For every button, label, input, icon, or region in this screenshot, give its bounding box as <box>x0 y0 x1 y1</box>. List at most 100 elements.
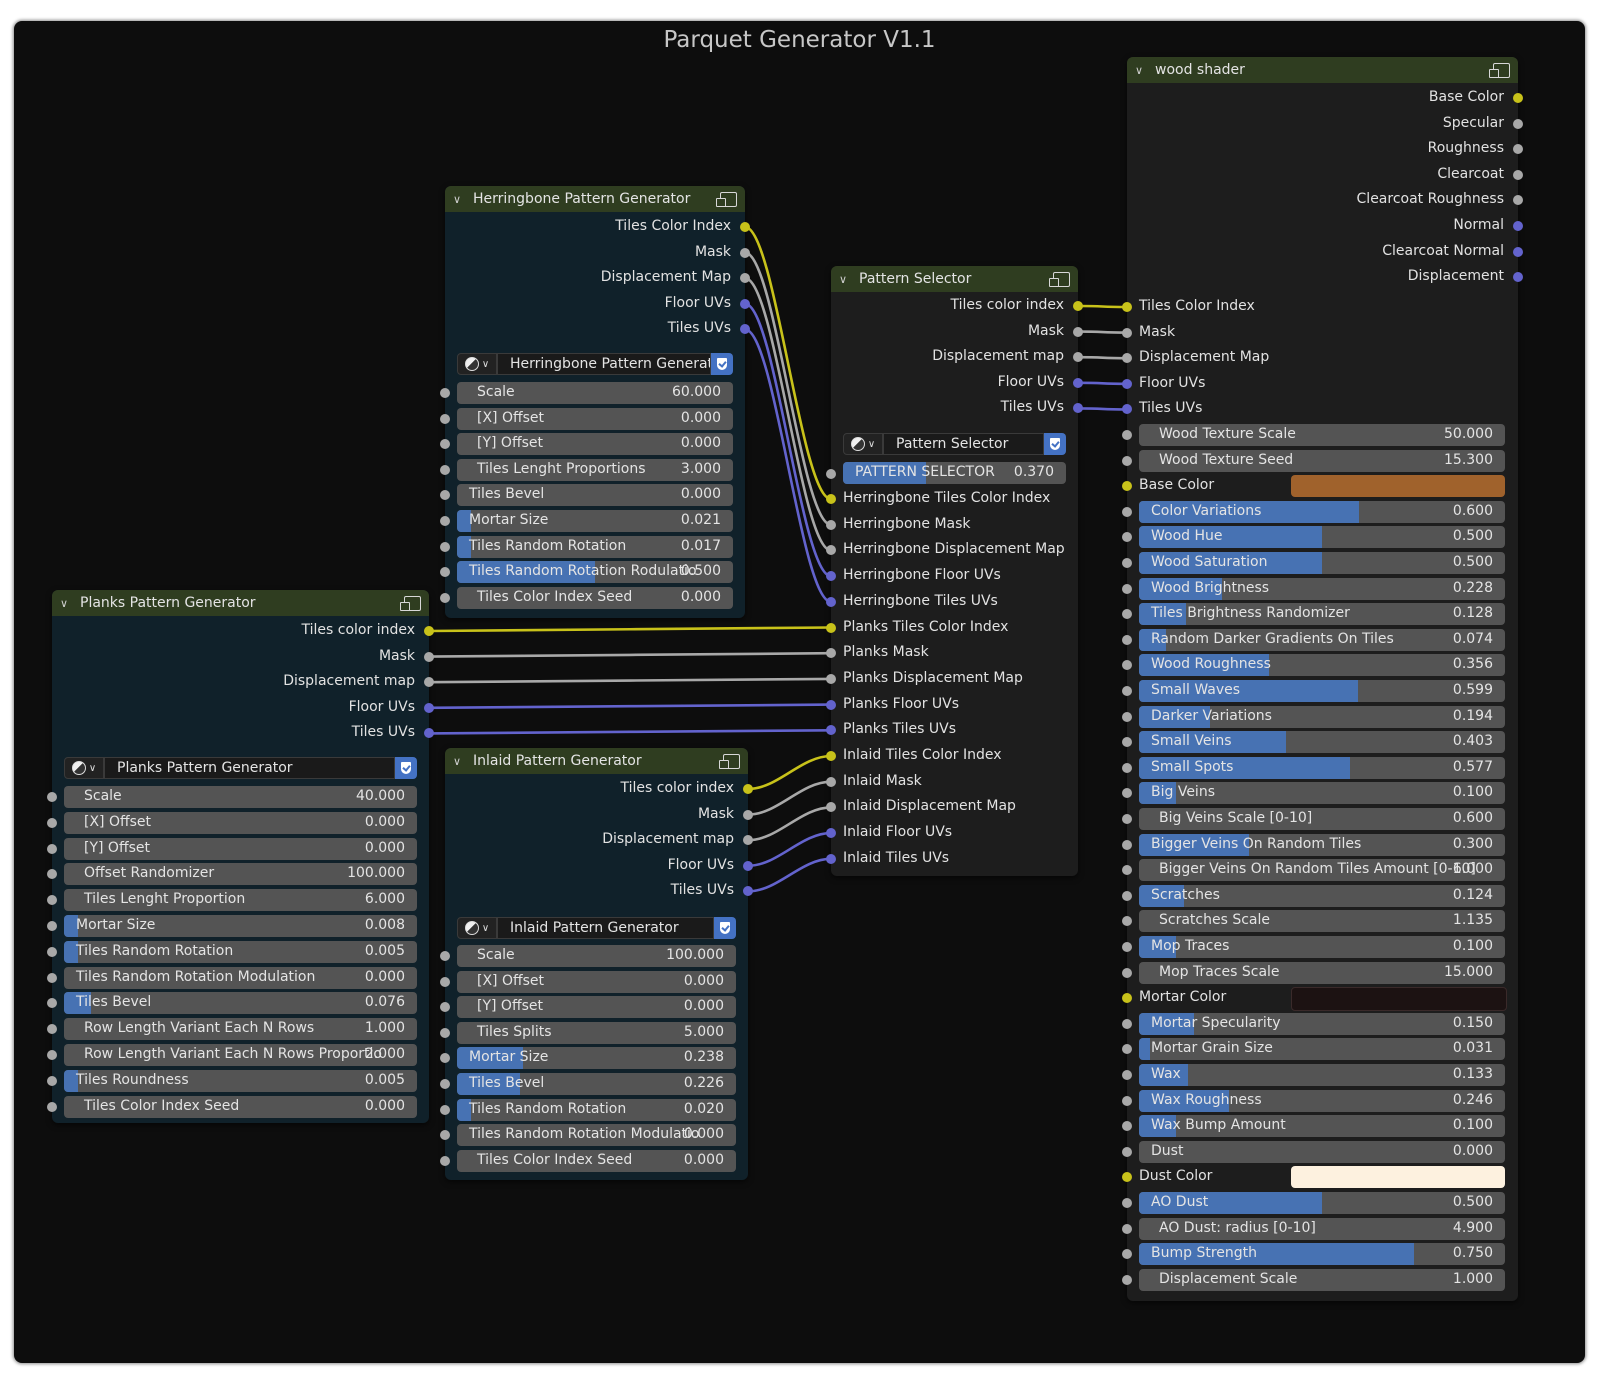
planks-output-socket[interactable] <box>424 728 434 739</box>
selector-group-selector[interactable]: ∨Pattern Selector <box>843 432 1066 456</box>
inlaid-input-socket[interactable] <box>440 1002 450 1013</box>
inlaid-output-socket[interactable] <box>743 809 753 820</box>
selector-input-socket[interactable] <box>826 776 836 787</box>
wood-input-socket[interactable] <box>1122 942 1132 952</box>
wood-field[interactable]: AO Dust: radius [0-10]4.900 <box>1139 1217 1505 1240</box>
selector-input-socket[interactable] <box>826 519 836 530</box>
wood-input-socket[interactable] <box>1122 1172 1132 1183</box>
node-tree-dropdown[interactable]: ∨ <box>64 757 104 779</box>
herringbone-group-name[interactable]: Herringbone Pattern Generator <box>497 353 711 375</box>
planks-input-socket[interactable] <box>47 1050 57 1060</box>
planks-output-socket[interactable] <box>424 626 434 636</box>
selector-input-socket[interactable] <box>826 828 836 839</box>
wood-input-socket[interactable] <box>1122 302 1132 312</box>
node-tree-dropdown[interactable]: ∨ <box>457 353 497 375</box>
inlaid-output-socket[interactable] <box>743 784 753 794</box>
wood-input-socket[interactable] <box>1122 814 1132 824</box>
wood-input-socket[interactable] <box>1122 634 1132 645</box>
herringbone-input-socket[interactable] <box>440 592 450 603</box>
selector-input-socket[interactable] <box>826 494 836 504</box>
collapse-chevron-icon[interactable]: ∨ <box>453 192 462 206</box>
selector-output-socket[interactable] <box>1073 403 1083 414</box>
collapse-chevron-icon[interactable]: ∨ <box>839 272 848 286</box>
selector-input-socket[interactable] <box>826 648 836 659</box>
selector-input-socket[interactable] <box>826 725 836 736</box>
wood-input-socket[interactable] <box>1122 1070 1132 1080</box>
wood-field[interactable]: Big Veins Scale [0-10]0.600 <box>1139 808 1505 830</box>
collapse-chevron-icon[interactable]: ∨ <box>453 754 462 768</box>
planks-field[interactable]: Row Length Variant Each N Rows Proportio… <box>64 1044 417 1066</box>
wood-input-socket[interactable] <box>1122 378 1132 389</box>
wood-input-socket[interactable] <box>1122 1121 1132 1132</box>
wood-input-socket[interactable] <box>1122 506 1132 517</box>
selector-input-socket[interactable] <box>826 802 836 813</box>
selector-input-socket[interactable] <box>826 622 836 633</box>
wood-input-socket[interactable] <box>1122 737 1132 748</box>
selector-input-socket[interactable] <box>826 469 836 479</box>
planks-input-socket[interactable] <box>47 1101 57 1112</box>
herringbone-output-socket[interactable] <box>740 273 750 284</box>
planks-group-name[interactable]: Planks Pattern Generator <box>104 757 395 779</box>
selector-input-socket[interactable] <box>826 545 836 556</box>
node-tree-dropdown[interactable]: ∨ <box>457 917 497 939</box>
planks-input-socket[interactable] <box>47 1075 57 1086</box>
wood-node-header[interactable]: ∨wood shader <box>1127 57 1518 83</box>
planks-node-header[interactable]: ∨Planks Pattern Generator <box>52 590 429 616</box>
wood-output-socket[interactable] <box>1513 246 1523 257</box>
wood-input-socket[interactable] <box>1122 762 1132 773</box>
planks-input-socket[interactable] <box>47 895 57 906</box>
wood-input-socket[interactable] <box>1122 967 1132 978</box>
wood-input-socket[interactable] <box>1122 993 1132 1004</box>
herringbone-output-socket[interactable] <box>740 247 750 258</box>
wood-input-socket[interactable] <box>1122 839 1132 850</box>
wood-input-socket[interactable] <box>1122 609 1132 620</box>
herringbone-input-socket[interactable] <box>440 413 450 424</box>
inlaid-input-socket[interactable] <box>440 1130 450 1141</box>
node-group-icon[interactable] <box>400 595 421 611</box>
wood-output-socket[interactable] <box>1513 144 1523 155</box>
selector-input-socket[interactable] <box>826 751 836 761</box>
inlaid-input-socket[interactable] <box>440 1104 450 1115</box>
inlaid-input-socket[interactable] <box>440 951 450 961</box>
planks-input-socket[interactable] <box>47 921 57 931</box>
planks-input-socket[interactable] <box>47 869 57 880</box>
wood-input-socket[interactable] <box>1122 583 1132 594</box>
herringbone-output-socket[interactable] <box>740 298 750 309</box>
wood-input-socket[interactable] <box>1122 1044 1132 1055</box>
